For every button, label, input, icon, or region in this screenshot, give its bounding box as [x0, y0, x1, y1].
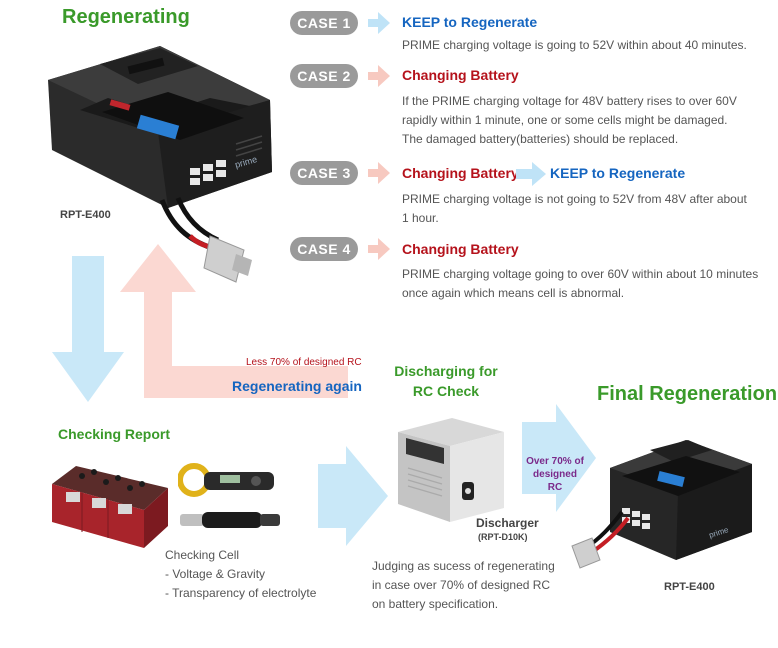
case-3-badge: CASE 3 [290, 161, 358, 185]
judging-line: on battery specification. [372, 597, 499, 611]
refractometer-image [180, 512, 280, 528]
checking-report-title: Checking Report [58, 426, 171, 442]
judging-line: in case over 70% of designed RC [372, 578, 551, 592]
case-4-desc-line: once again which means cell is abnormal. [402, 286, 625, 300]
checking-cell-block: Checking Cell - Voltage & Gravity - Tran… [165, 546, 316, 603]
case-2-description: If the PRIME charging voltage for 48V ba… [402, 92, 737, 149]
case-2-desc-line: The damaged battery(batteries) should be… [402, 132, 679, 146]
case-1-description: PRIME charging voltage is going to 52V w… [402, 36, 747, 55]
clamp-meter-image [178, 463, 274, 497]
case-4-badge: CASE 4 [290, 237, 358, 261]
regenerating-title: Regenerating [62, 6, 190, 28]
discharger-label: Discharger [476, 516, 539, 530]
charger-cables-final [571, 510, 630, 569]
case-4-description: PRIME charging voltage going to over 60V… [402, 265, 758, 303]
case-3-desc-line: 1 hour. [402, 211, 439, 225]
over-70-line1: Over 70% of [526, 456, 584, 467]
discharging-title: Discharging for RC Check [393, 361, 499, 401]
checking-cell-item: - Transparency of electrolyte [165, 586, 317, 600]
rpt-e400-label-final: RPT-E400 [664, 581, 715, 593]
case-3-desc-line: PRIME charging voltage is not going to 5… [402, 192, 747, 206]
case-1-desc-line: PRIME charging voltage is going to 52V w… [402, 38, 747, 52]
case-2-heading: Changing Battery [402, 67, 519, 83]
case-3-heading: Changing Battery [402, 165, 519, 181]
checking-cell-title: Checking Cell [165, 548, 240, 562]
regenerating-again-label: Regenerating again [232, 378, 362, 394]
case-1-badge: CASE 1 [290, 11, 358, 35]
case-3-arrow-icon [368, 162, 390, 184]
case-2-badge: CASE 2 [290, 64, 358, 88]
regenerating-again-arrow-pink [120, 244, 348, 398]
case-3-arrow-right-icon [516, 162, 546, 186]
case-1-heading: KEEP to Regenerate [402, 14, 538, 30]
case-2-desc-line: rapidly within 1 minute, one or some cel… [402, 113, 728, 127]
over-70-line2: designed RC [533, 469, 577, 493]
judging-line: Judging as sucess of regenerating [372, 559, 555, 573]
discharger-rpt-d10k-image [398, 418, 504, 522]
charger-cables-top [159, 197, 252, 283]
less-70-label: Less 70% of designed RC [246, 357, 362, 368]
case-3-heading2: KEEP to Regenerate [550, 165, 686, 181]
case-1-arrow-icon [368, 12, 390, 34]
case-3-description: PRIME charging voltage is not going to 5… [402, 190, 747, 228]
down-arrow-blue [52, 256, 124, 402]
battery-bank-image [52, 466, 168, 548]
discharging-title-line2: RC Check [412, 383, 480, 399]
rpt-e400-charger-final: prime [610, 440, 752, 560]
discharger-model-label: (RPT-D10K) [478, 532, 528, 542]
case-2-arrow-icon [368, 65, 390, 87]
right-arrow-blue-1 [318, 446, 388, 546]
checking-cell-item: - Voltage & Gravity [165, 567, 266, 581]
right-arrow-blue-2 [522, 404, 596, 512]
judging-text: Judging as sucess of regenerating in cas… [372, 557, 555, 614]
rpt-e400-label-top: RPT-E400 [60, 209, 111, 221]
final-regeneration-title: Final Regeneration [597, 383, 778, 405]
case-2-desc-line: If the PRIME charging voltage for 48V ba… [402, 94, 737, 108]
case-4-arrow-icon [368, 238, 390, 260]
over-70-label: Over 70% of designed RC [526, 455, 584, 494]
rpt-e400-charger-top: prime [48, 46, 272, 208]
discharging-title-line1: Discharging for [394, 363, 498, 379]
case-4-heading: Changing Battery [402, 241, 519, 257]
case-4-desc-line: PRIME charging voltage going to over 60V… [402, 267, 759, 281]
